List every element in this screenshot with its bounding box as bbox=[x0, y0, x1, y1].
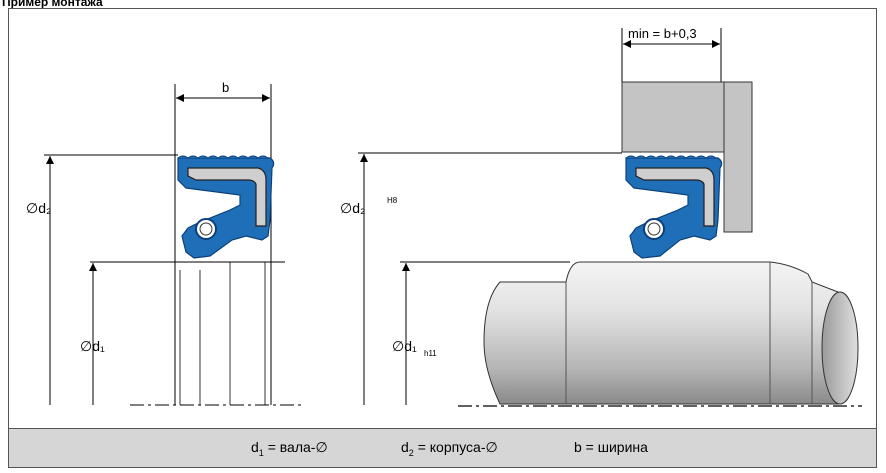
legend-b: b = ширина bbox=[574, 439, 648, 455]
legend-d1-text: = вала-∅ bbox=[263, 439, 328, 455]
shaft bbox=[483, 261, 859, 405]
legend-d2-text: = корпуса-∅ bbox=[413, 439, 498, 455]
legend-bar: d1 = вала-∅ d2 = корпуса-∅ b = ширина bbox=[8, 428, 877, 468]
min-width-formula: min = b+0,3 bbox=[628, 26, 697, 41]
legend-d1: d1 = вала-∅ bbox=[251, 439, 328, 458]
legend-d1-symbol: d bbox=[251, 439, 259, 455]
right-d1-label: ∅d₁ bbox=[392, 338, 417, 354]
legend-d1-subscript: 1 bbox=[258, 447, 264, 458]
legend-d2-subscript: 2 bbox=[408, 447, 414, 458]
left-d2-label: ∅d₂ bbox=[26, 200, 51, 216]
right-d2-tolerance: H8 bbox=[387, 196, 398, 205]
housing-block bbox=[621, 81, 753, 233]
left-d1-label: ∅d₁ bbox=[80, 338, 105, 354]
legend-d2-symbol: d bbox=[401, 439, 409, 455]
diagram-heading: Пример монтажа bbox=[2, 0, 103, 9]
right-d2-label: ∅d₂ bbox=[340, 200, 365, 216]
right-d1-tolerance: h11 bbox=[424, 349, 437, 358]
left-seal-profile bbox=[177, 155, 275, 259]
legend-d2: d2 = корпуса-∅ bbox=[401, 439, 498, 458]
right-seal-profile bbox=[625, 155, 723, 259]
left-seal-drawing: b ∅d₂ ∅d₁ bbox=[26, 80, 305, 406]
left-b-label: b bbox=[222, 80, 229, 95]
right-assembly-drawing: min = b+0,3 bbox=[340, 26, 862, 407]
